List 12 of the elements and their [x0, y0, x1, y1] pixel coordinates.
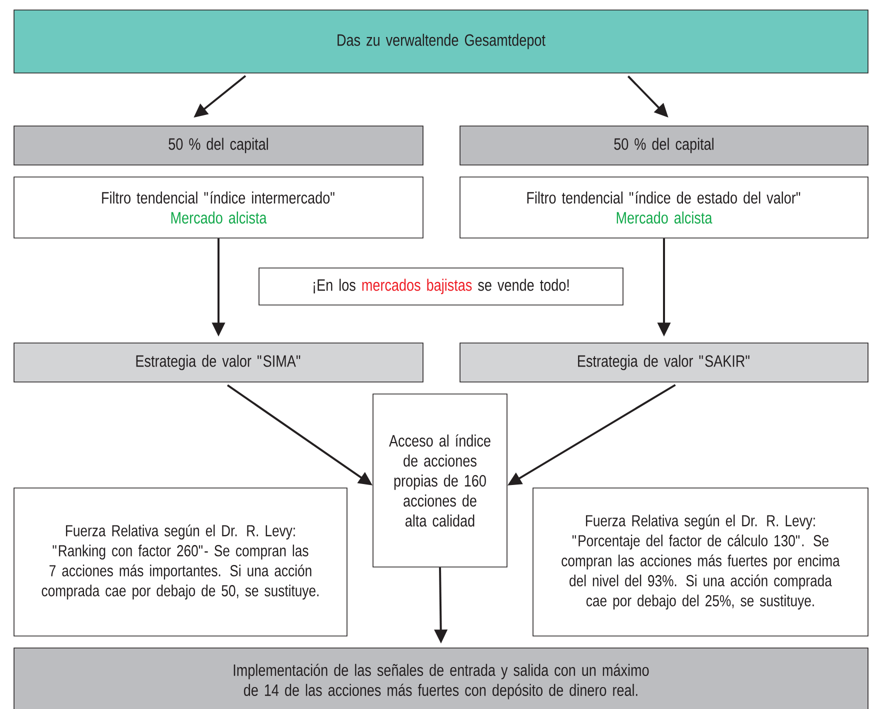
index-box: Acceso al índice de acciones propias de 160 acciones de alta calidad	[372, 394, 508, 568]
strength-box: Fuerza Relativa según el Dr. R. Levy: "Ranking con factor 260"- Se compran las 7 acciones más importantes. Si una acción comprada cae por debajo de 50, se sustituye.	[14, 488, 348, 636]
capital-box: 50 % del capital	[460, 126, 868, 166]
strength-box: Fuerza Relativa según el Dr. R. Levy: "Porcentaje del factor de cálculo 130". Se compran las acciones más fuertes por encima del nivel del 93%. Si una acción comprada cae por debajo del 25%, se sustituye.	[532, 488, 868, 636]
implementation-box: Implementación de las señales de entrada y salida con un máximo de 14 de las acciones más fuertes con depósito de dinero real.	[14, 648, 868, 709]
filter-box: Filtro tendencial "índice de estado del valor" Mercado alcista	[460, 176, 868, 238]
strategy-box: Estrategia de valor "SIMA"	[14, 342, 424, 382]
header-box: Das zu verwaltende Gesamtdepot	[14, 10, 868, 74]
note-box: ¡En los mercados bajistas se vende todo!	[258, 268, 624, 306]
capital-box: 50 % del capital	[14, 126, 424, 166]
strategy-box: Estrategia de valor "SAKIR"	[460, 342, 868, 382]
filter-box: Filtro tendencial "índice intermercado" Mercado alcista	[14, 176, 424, 238]
